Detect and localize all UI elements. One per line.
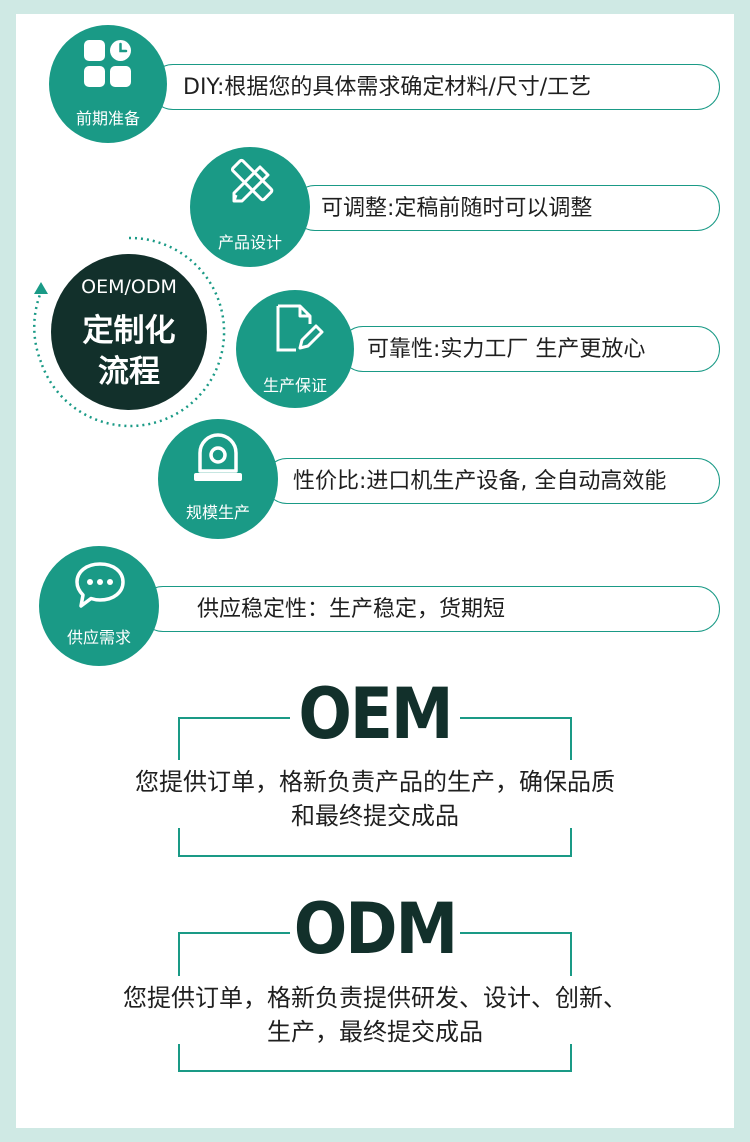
step-2-label: 产品设计 [217, 233, 282, 252]
odm-title-gap [290, 915, 460, 955]
badge-title-line1: 定制化 [82, 313, 176, 349]
step-5-text: 供应稳定性：生产稳定，货期短 [197, 597, 506, 622]
oem-description-line2: 和最终提交成品 [291, 802, 459, 830]
odm-text-bg [70, 976, 680, 1044]
step-3-text: 可靠性:实力工厂 生产更放心 [367, 337, 646, 362]
step-2-pill: 可调整:定稿前随时可以调整 [292, 185, 720, 231]
step-4-circle: 规模生产 [158, 419, 278, 539]
grid-clock-icon [84, 40, 131, 87]
step-4-pill: 性价比:进口机生产设备, 全自动高效能 [264, 458, 720, 504]
badge-title-line2: 流程 [98, 354, 160, 390]
odm-description-line1: 您提供订单，格新负责提供研发、设计、创新、 [123, 984, 627, 1012]
odm-description-line2: 生产，最终提交成品 [267, 1018, 483, 1046]
step-5-circle: 供应需求 [39, 546, 159, 666]
odm-title: ODM [293, 888, 459, 970]
step-2-text: 可调整:定稿前随时可以调整 [321, 196, 593, 221]
chat-bubble-icon [75, 562, 125, 608]
flow-arc [33, 236, 226, 428]
step-5-pill: 供应稳定性：生产稳定，货期短 [140, 586, 720, 632]
step-4-label: 规模生产 [185, 503, 250, 522]
oem-title: OEM [298, 673, 453, 755]
pencil-ruler-icon [230, 158, 274, 203]
step-3-pill: 可靠性:实力工厂 生产更放心 [340, 326, 720, 372]
step-1-circle: 前期准备 [49, 25, 167, 143]
machine-icon [194, 433, 242, 481]
step-3-circle: 生产保证 [236, 290, 354, 408]
step-5-label: 供应需求 [66, 628, 131, 647]
oem-text-bg [74, 760, 676, 828]
oem-title-gap [290, 700, 460, 740]
step-1-label: 前期准备 [75, 109, 140, 128]
badge-subtitle: OEM/ODM [81, 276, 177, 298]
step-3-label: 生产保证 [262, 376, 327, 395]
process-badge: OEM/ODM 定制化 流程 [51, 254, 207, 410]
step-4-text: 性价比:进口机生产设备, 全自动高效能 [293, 469, 667, 494]
step-2-circle: 产品设计 [190, 147, 310, 267]
document-edit-icon [276, 304, 324, 352]
step-1-text: DIY:根据您的具体需求确定材料/尺寸/工艺 [183, 75, 592, 100]
oem-description-line1: 您提供订单，格新负责产品的生产，确保品质 [135, 768, 615, 796]
step-1-pill: DIY:根据您的具体需求确定材料/尺寸/工艺 [150, 64, 720, 110]
